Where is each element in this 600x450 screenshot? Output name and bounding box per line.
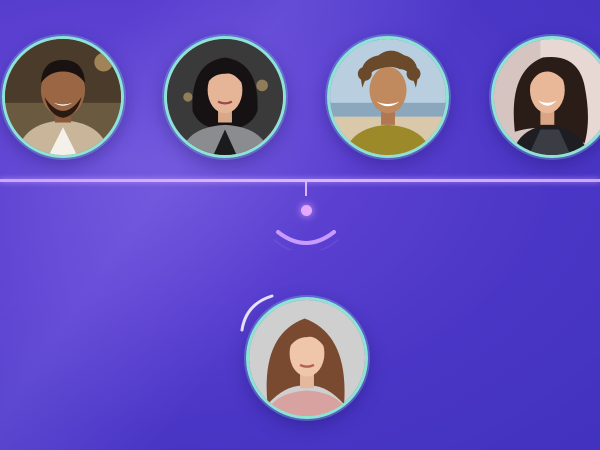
participant-avatar-2[interactable] xyxy=(164,36,286,158)
participant-avatar-5[interactable] xyxy=(246,297,368,419)
connector-line xyxy=(0,179,600,182)
person-avatar-icon xyxy=(330,39,446,155)
participant-avatar-1[interactable] xyxy=(2,36,124,158)
participant-avatar-4[interactable] xyxy=(491,36,600,158)
connector-stem xyxy=(305,181,307,196)
person-avatar-icon xyxy=(249,300,365,416)
orbit-arc-icon xyxy=(240,294,274,332)
person-avatar-icon xyxy=(167,39,283,155)
person-avatar-icon xyxy=(494,39,600,155)
participant-avatar-3[interactable] xyxy=(327,36,449,158)
person-avatar-icon xyxy=(5,39,121,155)
signal-arc-icon xyxy=(273,230,339,250)
connector-node xyxy=(301,205,312,216)
